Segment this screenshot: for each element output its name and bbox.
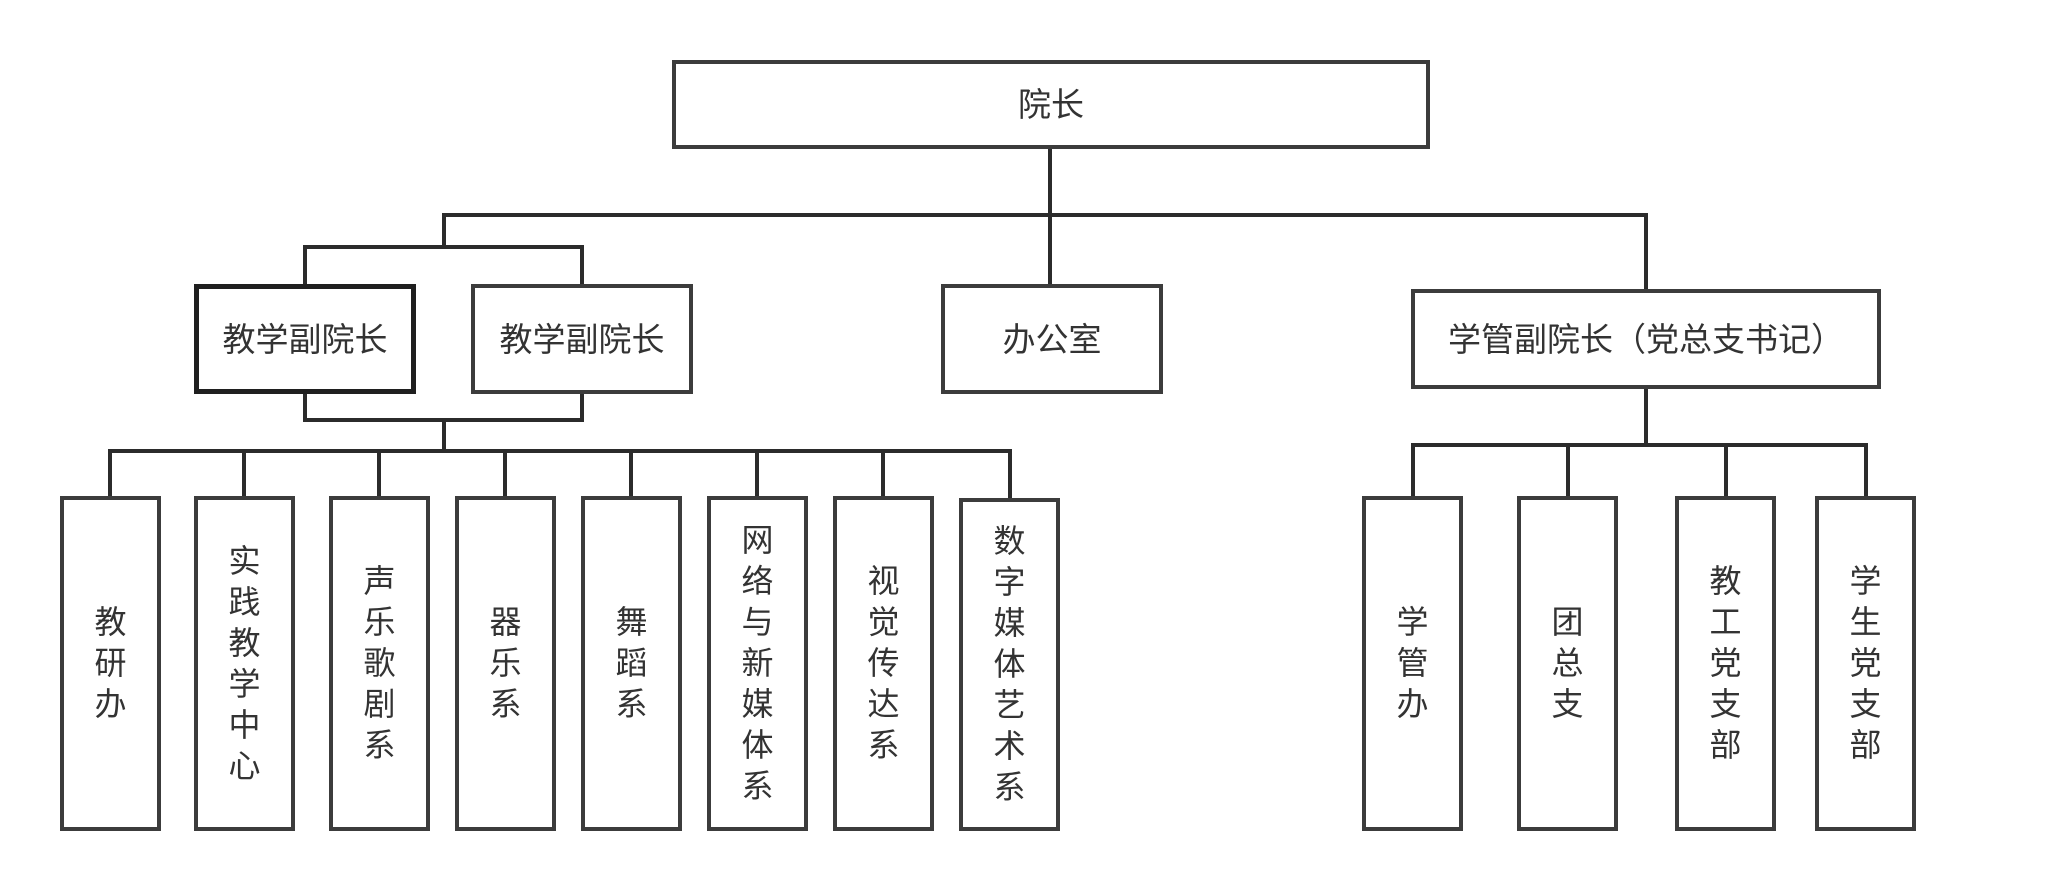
- unit-box-student-party-branch: 学生党支部: [1815, 496, 1916, 831]
- unit-box-student-affairs-office: 学管办: [1362, 496, 1463, 831]
- office-box: 办公室: [941, 284, 1163, 394]
- office-label: 办公室: [1002, 319, 1102, 359]
- unit-box-digital-media-art: 数字媒体艺术系: [959, 498, 1060, 831]
- unit-label: 数字媒体艺术系: [993, 522, 1026, 806]
- unit-label: 教工党支部: [1709, 562, 1742, 764]
- unit-box-instrumental: 器乐系: [455, 496, 556, 831]
- unit-label: 实践教学中心: [228, 541, 261, 785]
- unit-label: 视觉传达系: [867, 562, 900, 764]
- vice-dean-teaching-label-1: 教学副院长: [222, 319, 388, 359]
- unit-box-visual-communication: 视觉传达系: [833, 496, 934, 831]
- unit-label: 团总支: [1551, 603, 1584, 723]
- unit-label: 器乐系: [489, 603, 522, 723]
- unit-label: 网络与新媒体系: [741, 521, 774, 805]
- vice-dean-teaching-box-2: 教学副院长: [471, 284, 693, 394]
- dean-label: 院长: [1018, 85, 1084, 124]
- unit-box-youth-league: 团总支: [1517, 496, 1618, 831]
- vice-dean-teaching-box-1: 教学副院长: [194, 284, 416, 394]
- unit-box-vocal-opera: 声乐歌剧系: [329, 496, 430, 831]
- unit-box-teaching-research-office: 教研办: [60, 496, 161, 831]
- unit-label: 声乐歌剧系: [363, 562, 396, 764]
- vice-dean-students-label: 学管副院长（党总支书记）: [1448, 319, 1844, 359]
- vice-dean-teaching-label-2: 教学副院长: [499, 319, 665, 359]
- unit-box-staff-party-branch: 教工党支部: [1675, 496, 1776, 831]
- unit-label: 教研办: [94, 603, 127, 723]
- unit-box-practice-teaching-center: 实践教学中心: [194, 496, 295, 831]
- vice-dean-students-box: 学管副院长（党总支书记）: [1411, 289, 1881, 389]
- unit-label: 学管办: [1396, 603, 1429, 723]
- unit-label: 学生党支部: [1849, 562, 1882, 764]
- dean-box: 院长: [672, 60, 1430, 149]
- unit-box-dance: 舞蹈系: [581, 496, 682, 831]
- unit-label: 舞蹈系: [615, 603, 648, 723]
- unit-box-network-new-media: 网络与新媒体系: [707, 496, 808, 831]
